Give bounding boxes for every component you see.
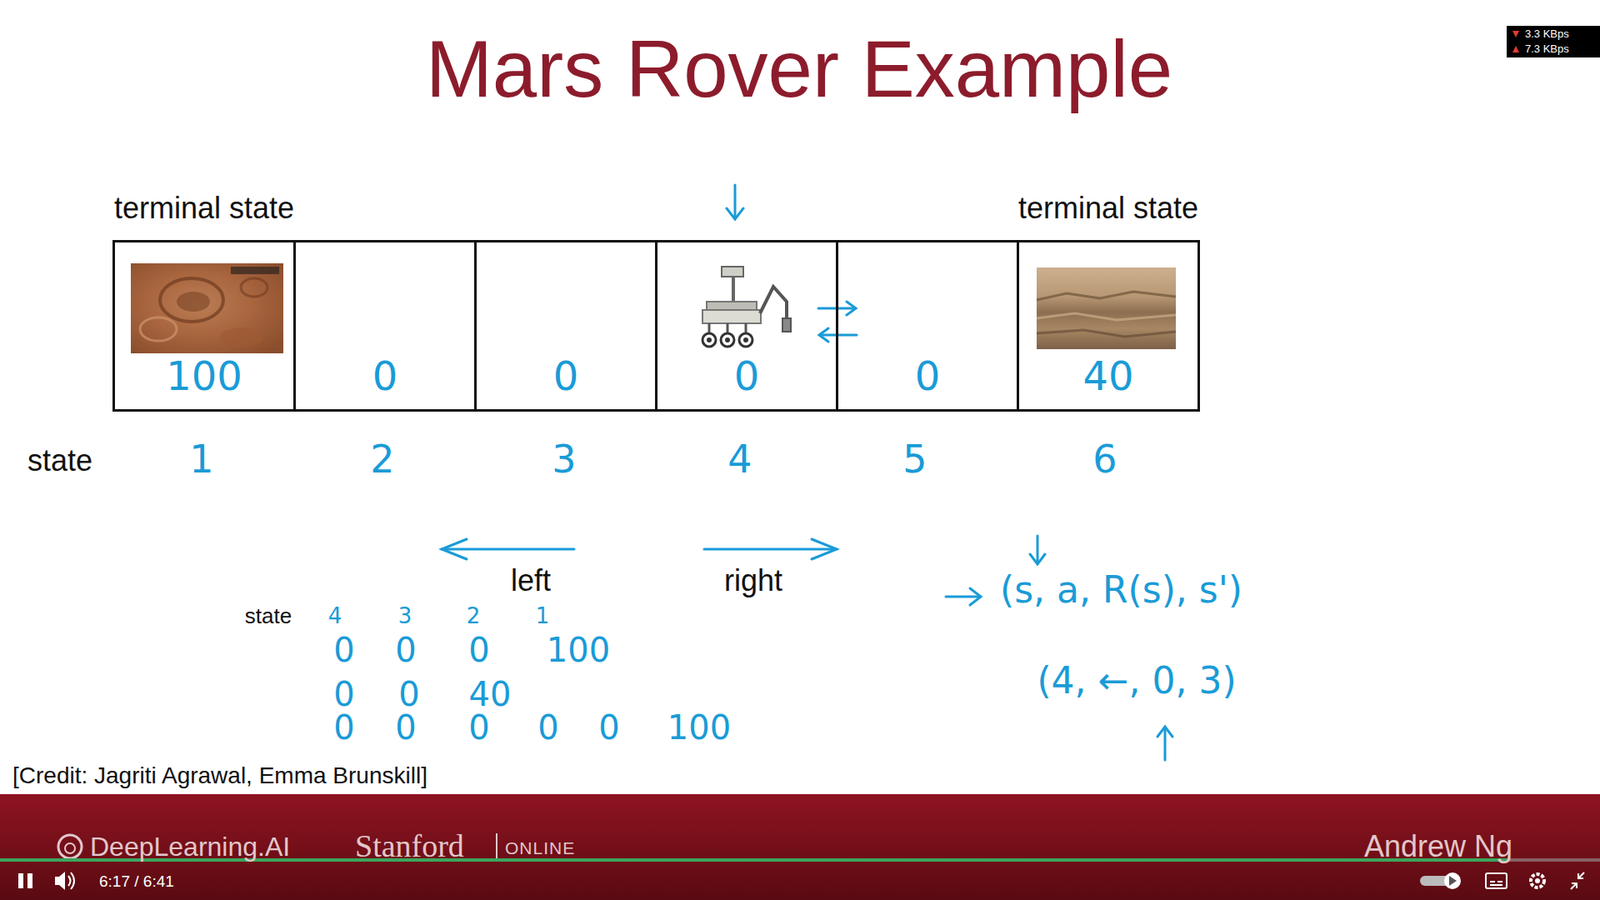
brand-logo: DeepLearning.AI — [90, 831, 290, 863]
sequence-state: 4 — [328, 604, 343, 630]
state-number: 5 — [902, 437, 927, 482]
reward-value: 0 — [598, 710, 620, 745]
reward-value: 0 — [395, 633, 416, 667]
tuple-example: (4, ←, 0, 3) — [1036, 660, 1236, 703]
player-controls — [18, 871, 1585, 890]
presenter-name: Andrew Ng — [1364, 829, 1513, 864]
reward-value: 0 — [395, 710, 416, 745]
reward-value: 0 — [468, 710, 490, 745]
row-label: state — [27, 443, 93, 478]
row-label: state — [245, 604, 292, 630]
network-speed: 3.3 KBps — [1525, 28, 1570, 41]
landscape-photo — [1036, 267, 1176, 350]
state-heading: terminal state — [114, 190, 295, 225]
brand-logo: Stanford — [355, 828, 465, 865]
reward-value: 0 — [537, 710, 559, 745]
action-label: left — [510, 563, 551, 598]
reward-value: 0 — [333, 710, 355, 745]
network-speed: 7.3 KBps — [1525, 43, 1570, 56]
brand-logo: ONLINE — [505, 838, 575, 859]
state-heading: terminal state — [1018, 190, 1199, 225]
sequence-state: 2 — [466, 604, 481, 630]
reward-value: 0 — [468, 633, 490, 667]
reward-value: 0 — [553, 353, 580, 400]
credit-note: [Credit: Jagriti Agrawal, Emma Brunskill… — [12, 762, 428, 790]
action-label: right — [724, 563, 783, 598]
state-box: 0 — [835, 240, 1020, 412]
reward-value: 40 — [469, 677, 512, 711]
reward-value: 40 — [1082, 353, 1134, 400]
network-overlay — [1506, 25, 1600, 58]
reward-value: 0 — [333, 677, 355, 711]
rover-illustration — [702, 266, 791, 347]
slide-title: Mars Rover Example — [425, 23, 1173, 115]
crater-photo — [130, 263, 284, 354]
reward-value: 100 — [165, 353, 243, 400]
reward-value: 0 — [333, 633, 355, 667]
reward-value: 100 — [667, 710, 731, 745]
tuple-notation: (s, a, R(s), s') — [1000, 569, 1243, 612]
reward-value: 0 — [734, 353, 760, 400]
state-number: 4 — [727, 437, 752, 482]
sequence-state: 3 — [398, 604, 413, 630]
state-box: terminal state100 — [112, 240, 296, 412]
state-number: 3 — [551, 437, 576, 482]
state-box: 0 — [293, 240, 477, 412]
reward-value: 0 — [915, 353, 941, 400]
state-box: 0 — [474, 240, 658, 412]
state-number: 2 — [370, 437, 395, 482]
video-time: 6:17 / 6:41 — [99, 872, 175, 891]
state-box: terminal state40 — [1016, 240, 1200, 412]
state-number: 1 — [189, 437, 214, 482]
state-number: 6 — [1092, 437, 1117, 482]
reward-value: 0 — [372, 353, 399, 400]
sequence-state: 1 — [535, 604, 550, 630]
state-box: 0 — [655, 240, 839, 412]
footer-band — [0, 794, 1600, 900]
reward-value: 0 — [398, 677, 420, 711]
reward-value: 100 — [546, 633, 610, 667]
